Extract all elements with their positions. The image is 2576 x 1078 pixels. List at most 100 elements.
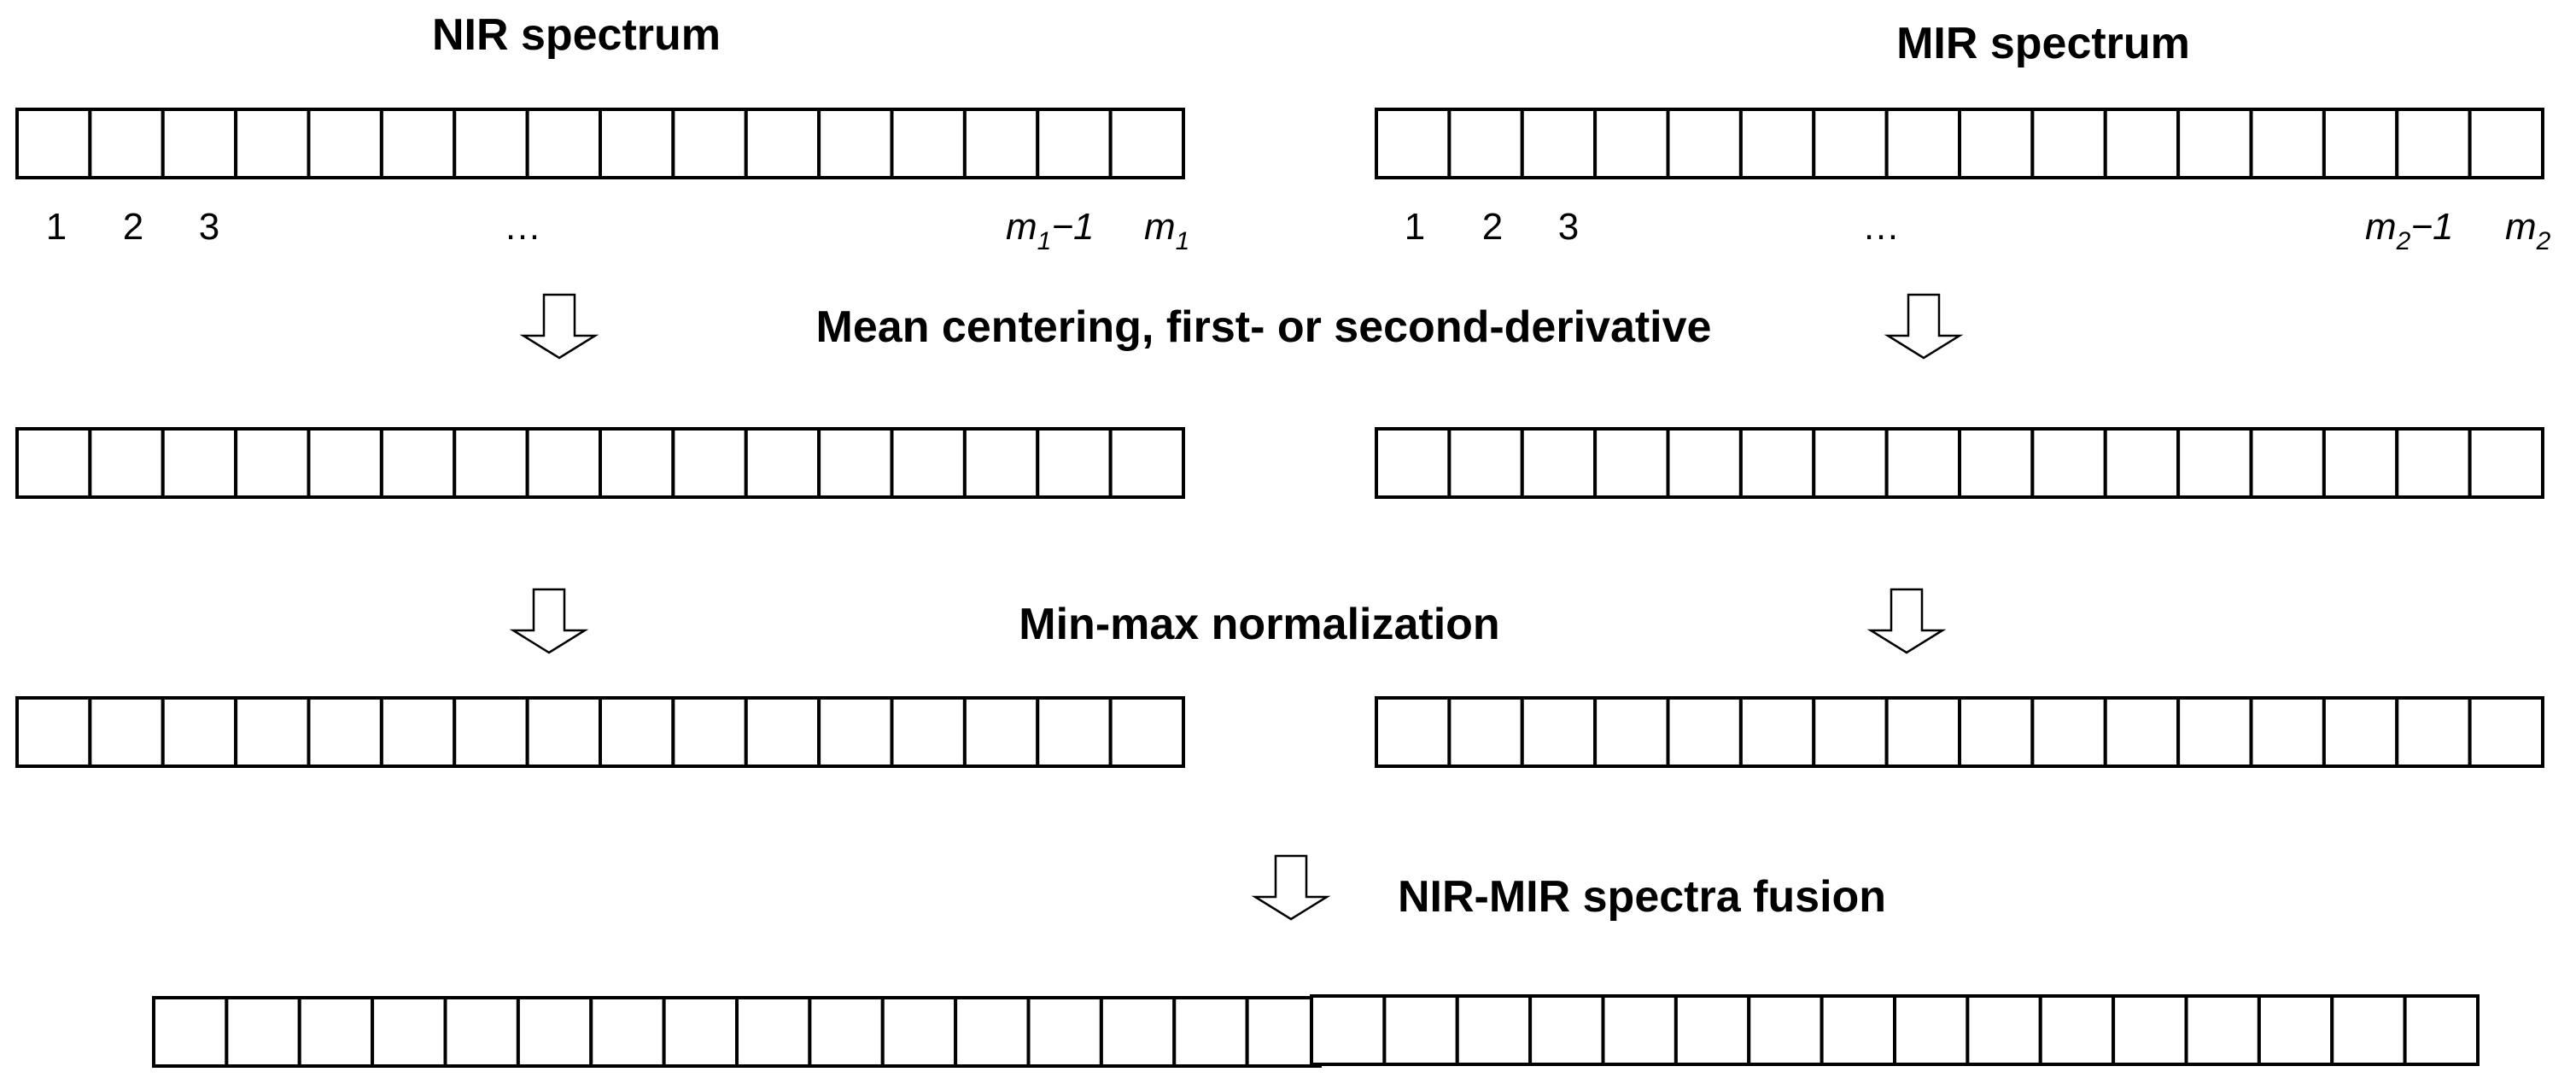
spectrum-cell xyxy=(1447,108,1524,179)
spectrum-cell xyxy=(1036,696,1113,768)
spectrum-cell xyxy=(1893,994,1970,1066)
spectrum-cell xyxy=(1884,696,1961,768)
spectrum-cell xyxy=(671,696,748,768)
spectrum-cell xyxy=(599,427,675,499)
spectrum-cell xyxy=(307,427,383,499)
spectrum-cell xyxy=(2103,108,2181,179)
nir-normalized-array xyxy=(15,696,1185,768)
spectrum-cell xyxy=(88,427,165,499)
spectrum-cell xyxy=(2395,696,2472,768)
spectrum-cell xyxy=(744,696,821,768)
nir-index-2: 2 xyxy=(123,206,143,248)
spectrum-cell xyxy=(2030,108,2107,179)
spectrum-cell xyxy=(817,696,894,768)
spectrum-cell xyxy=(1812,108,1889,179)
spectrum-cell xyxy=(307,108,383,179)
spectrum-cell xyxy=(2030,696,2107,768)
spectrum-cell xyxy=(1375,427,1452,499)
spectrum-cell xyxy=(1884,427,1961,499)
down-arrow-icon xyxy=(1866,588,1947,654)
spectrum-cell xyxy=(2176,108,2253,179)
spectrum-cell xyxy=(516,996,593,1068)
spectrum-cell xyxy=(161,696,238,768)
spectrum-cell xyxy=(2468,108,2544,179)
spectrum-cell xyxy=(1036,427,1113,499)
spectrum-cell xyxy=(1593,696,1670,768)
spectrum-cell xyxy=(662,996,739,1068)
spectrum-cell xyxy=(15,427,92,499)
spectrum-cell xyxy=(954,996,1031,1068)
spectrum-cell xyxy=(1375,108,1452,179)
spectrum-cell xyxy=(962,427,1040,499)
spectrum-cell xyxy=(1812,696,1889,768)
spectrum-cell xyxy=(525,427,602,499)
spectrum-cell xyxy=(525,108,602,179)
spectrum-cell xyxy=(744,427,821,499)
spectrum-cell xyxy=(817,427,894,499)
spectrum-cell xyxy=(161,427,238,499)
spectrum-cell xyxy=(1026,996,1103,1068)
spectrum-cell xyxy=(735,996,812,1068)
spectrum-cell xyxy=(1099,996,1177,1068)
spectrum-cell xyxy=(234,696,311,768)
spectrum-cell xyxy=(1520,427,1598,499)
spectrum-cell xyxy=(2468,427,2544,499)
nir-index-3: 3 xyxy=(199,206,219,248)
spectrum-cell xyxy=(2038,994,2116,1066)
spectrum-cell xyxy=(161,108,238,179)
spectrum-cell xyxy=(2103,696,2181,768)
spectrum-cell xyxy=(2249,427,2326,499)
spectrum-cell xyxy=(225,996,301,1068)
spectrum-cell xyxy=(1666,696,1743,768)
spectrum-cell xyxy=(2249,108,2326,179)
spectrum-cell xyxy=(589,996,666,1068)
spectrum-cell xyxy=(152,996,229,1068)
nir-index-labels: 1 2 3 … m1−1 m1 xyxy=(46,206,1190,255)
spectrum-cell xyxy=(1812,427,1889,499)
spectrum-cell xyxy=(2403,994,2480,1066)
spectrum-cell xyxy=(2184,994,2261,1066)
spectrum-cell xyxy=(2030,427,2107,499)
spectrum-cell xyxy=(15,108,92,179)
step-fusion-label: NIR-MIR spectra fusion xyxy=(1398,872,1886,922)
down-arrow-icon xyxy=(509,588,589,654)
spectrum-cell xyxy=(234,108,311,179)
mir-index-ellipsis: … xyxy=(1862,206,1900,248)
nir-index-m1: m1 xyxy=(1144,206,1189,255)
spectrum-cell xyxy=(371,996,447,1068)
spectrum-cell xyxy=(1108,108,1185,179)
spectrum-cell xyxy=(599,696,675,768)
spectrum-cell xyxy=(307,696,383,768)
spectrum-cell xyxy=(1310,994,1387,1066)
nir-preprocessed-array xyxy=(15,427,1185,499)
spectrum-cell xyxy=(2322,696,2399,768)
spectrum-cell xyxy=(599,108,675,179)
spectrum-cell xyxy=(890,108,967,179)
spectrum-cell xyxy=(1520,108,1598,179)
nir-index-ellipsis: … xyxy=(504,206,541,248)
spectrum-cell xyxy=(1375,696,1452,768)
spectrum-cell xyxy=(1172,996,1249,1068)
down-arrow-icon xyxy=(1251,854,1331,921)
spectrum-cell xyxy=(2395,427,2472,499)
spectrum-cell xyxy=(1108,427,1185,499)
spectrum-cell xyxy=(890,427,967,499)
spectrum-cell xyxy=(1674,994,1751,1066)
spectrum-cell xyxy=(962,108,1040,179)
mir-preprocessed-array xyxy=(1375,427,2544,499)
spectrum-cell xyxy=(2468,696,2544,768)
spectrum-cell xyxy=(88,696,165,768)
spectrum-cell xyxy=(671,108,748,179)
spectrum-cell xyxy=(1966,994,2042,1066)
spectrum-cell xyxy=(297,996,375,1068)
spectrum-cell xyxy=(808,996,885,1068)
spectrum-cell xyxy=(1958,108,2035,179)
mir-index-m2-minus-1: m2−1 xyxy=(2365,206,2454,255)
down-arrow-icon xyxy=(1884,293,1964,360)
spectrum-cell xyxy=(962,696,1040,768)
mir-index-3: 3 xyxy=(1558,206,1579,248)
spectrum-cell xyxy=(2322,108,2399,179)
spectrum-cell xyxy=(890,696,967,768)
spectrum-cell xyxy=(88,108,165,179)
spectrum-cell xyxy=(2395,108,2472,179)
